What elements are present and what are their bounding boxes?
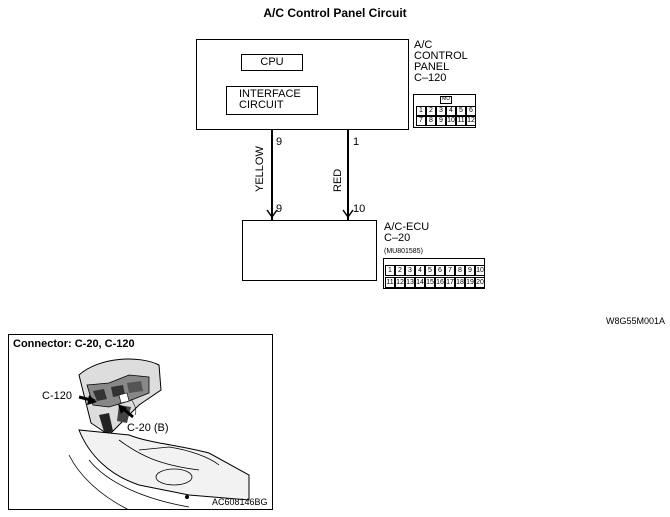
- c20-callout: C-20 (B): [127, 422, 169, 434]
- connector-pin: 2: [426, 106, 436, 116]
- connector-pin: 11: [456, 116, 466, 126]
- connector-pin: 12: [466, 116, 476, 126]
- connector-pin: 1: [416, 106, 426, 116]
- connector-pin: 2: [395, 265, 405, 276]
- connector-pin: 7: [416, 116, 426, 126]
- connector-pin: 11: [385, 277, 395, 288]
- connector-location-panel: Connector: C-20, C-120 C-120 C-20 (B) AC…: [8, 334, 273, 510]
- connector-pin: 1: [385, 265, 395, 276]
- dashboard-illustration: [68, 358, 250, 509]
- panel-connector-code: C–120: [414, 72, 447, 84]
- connector-pin: 12: [395, 277, 405, 288]
- connector-pin: 10: [446, 116, 456, 126]
- connector-pin: 4: [415, 265, 425, 276]
- connector-pin: 6: [466, 106, 476, 116]
- connector-pin: 10: [475, 265, 485, 276]
- panel-name-line2: CONTROL: [414, 50, 468, 62]
- c120-callout: C-120: [42, 390, 72, 402]
- connector-pin: 13: [405, 277, 415, 288]
- diagram-code: W8G55M001A: [606, 316, 666, 326]
- red-top-pin: 1: [353, 136, 360, 148]
- panel-name-line1: A/C: [414, 39, 433, 51]
- connector-pin: 3: [405, 265, 415, 276]
- ecu-name: A/C-ECU C–20: [384, 222, 429, 244]
- connector-pin: 5: [425, 265, 435, 276]
- connector-pin: 9: [436, 116, 446, 126]
- connector-pin: 18: [455, 277, 465, 288]
- connector-pin: 8: [455, 265, 465, 276]
- connector-pin: 17: [445, 277, 455, 288]
- panel-name-line3: PANEL: [414, 61, 450, 73]
- connector-pin: 4: [446, 106, 456, 116]
- red-bottom-pin: 10: [353, 203, 366, 215]
- photo-code: AC608146BG: [212, 497, 268, 507]
- red-wire-color: RED: [332, 168, 344, 192]
- ecu-part-number: (MU801585): [384, 248, 423, 255]
- ac-ecu-box: [242, 220, 377, 281]
- connector-pin: 14: [415, 277, 425, 288]
- connector-panel-heading: Connector: C-20, C-120: [13, 338, 135, 350]
- connector-pin: 8: [426, 116, 436, 126]
- cpu-label: CPU: [260, 56, 284, 68]
- connector-pin: 19: [465, 277, 475, 288]
- connector-pin: 3: [436, 106, 446, 116]
- connector-pin: 7: [445, 265, 455, 276]
- connector-pin: 9: [465, 265, 475, 276]
- interface-label-line1: INTERFACE: [239, 88, 301, 100]
- yellow-bottom-pin: 9: [276, 203, 283, 215]
- connector-pin: 16: [435, 277, 445, 288]
- connector-pin: 6: [435, 265, 445, 276]
- control-panel-box: [196, 39, 409, 130]
- ecu-connector-code: C–20: [384, 232, 411, 244]
- connector-pin: 15: [425, 277, 435, 288]
- diagram-title: A/C Control Panel Circuit: [263, 6, 407, 20]
- yellow-wire-color: YELLOW: [254, 146, 266, 192]
- connector-pin: 20: [475, 277, 485, 288]
- interface-circuit-block: INTERFACE CIRCUIT: [226, 86, 318, 115]
- c120-key-label: MU: [440, 96, 452, 104]
- control-panel-name: A/C CONTROL PANEL C–120: [414, 40, 468, 84]
- interface-label-line2: CIRCUIT: [239, 99, 284, 111]
- yellow-top-pin: 9: [276, 136, 283, 148]
- cpu-block: CPU: [241, 54, 303, 71]
- connector-pin: 5: [456, 106, 466, 116]
- ecu-name-label: A/C-ECU: [384, 221, 430, 233]
